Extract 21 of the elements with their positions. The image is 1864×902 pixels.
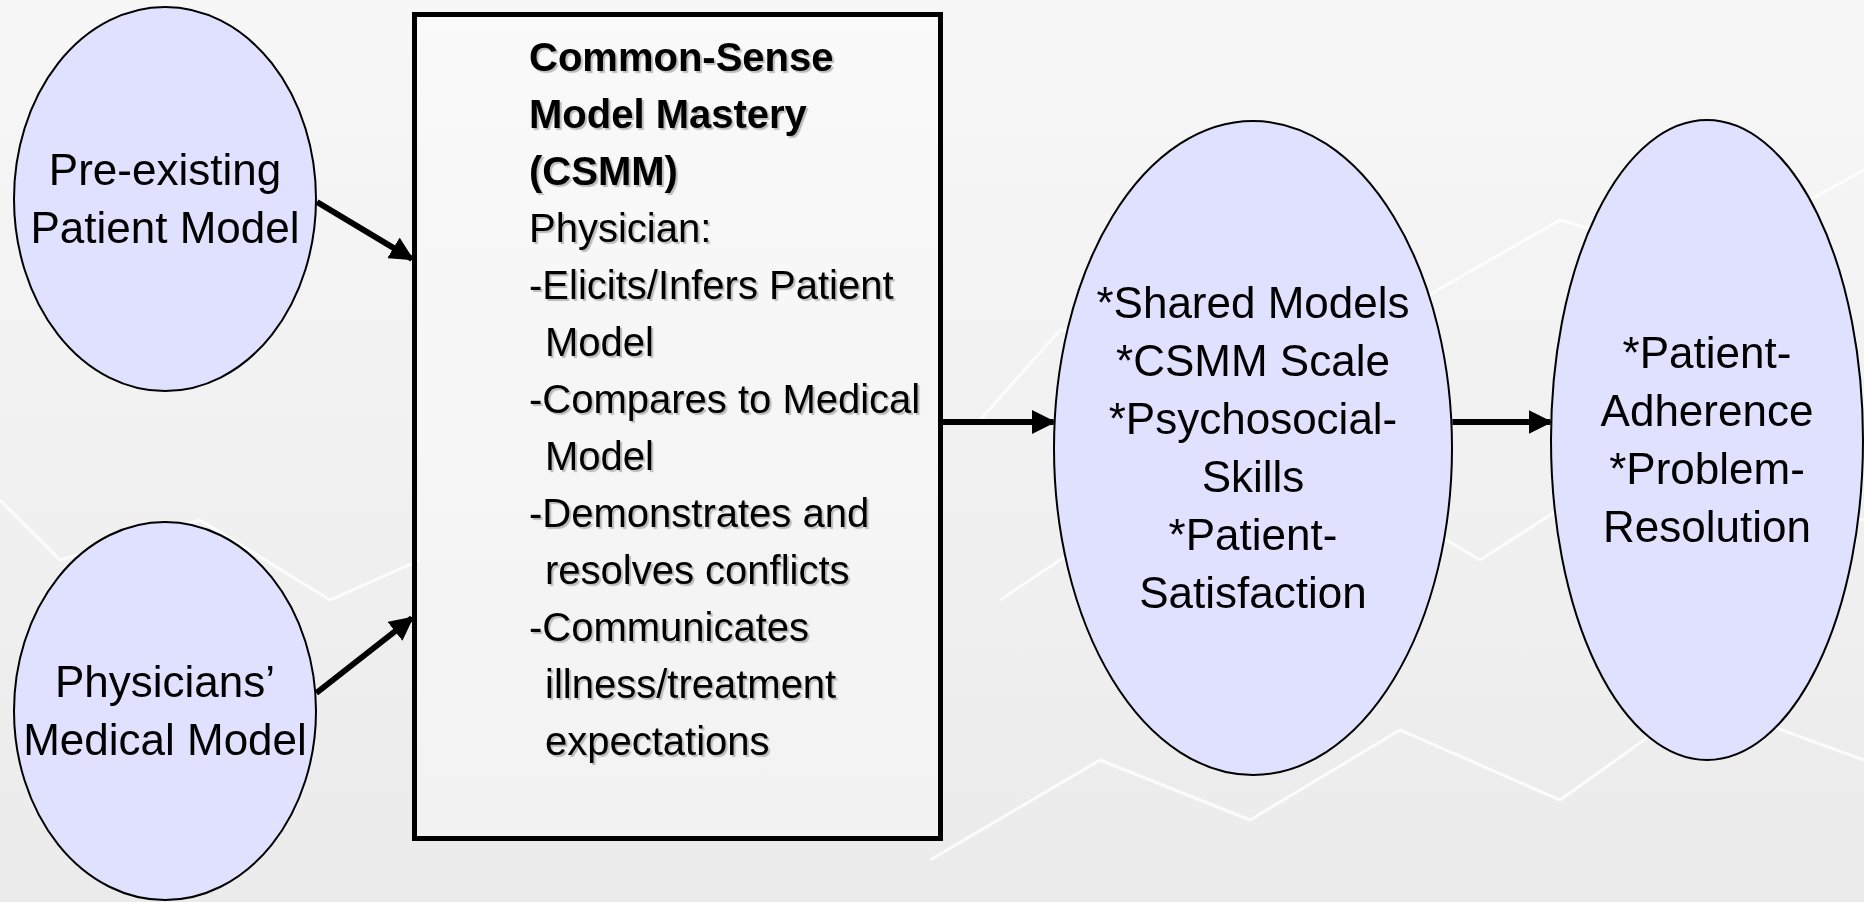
node-text: *CSMM Scale	[1115, 335, 1391, 387]
ellipse-node	[1550, 119, 1864, 761]
ellipse-node	[13, 521, 317, 901]
box-text: -Demonstrates and resolves conflicts	[529, 490, 871, 594]
node-text: *Patient- Satisfaction	[1138, 509, 1368, 619]
box-text: -Communicates illness/treatment expectations	[529, 604, 838, 765]
node-text: Pre-existing Patient Model	[29, 144, 301, 254]
node-text: *Shared Models	[1095, 277, 1411, 329]
arrow	[314, 615, 414, 696]
process-box	[412, 12, 943, 841]
box-text: Physician:	[529, 205, 713, 252]
node-text: *Patient- Adherence	[1599, 327, 1815, 437]
node-text: Physicians’ Medical Model	[22, 656, 308, 766]
box-text: -Elicits/Infers Patient Model	[529, 262, 895, 366]
ellipse-node	[1053, 120, 1453, 776]
box-heading: Common-Sense Model Mastery (CSMM)	[529, 34, 835, 195]
ellipse-node	[13, 6, 317, 392]
node-text: *Psychosocial- Skills	[1107, 393, 1399, 503]
arrow	[315, 199, 415, 262]
node-text: *Problem- Resolution	[1602, 443, 1812, 553]
box-text: -Compares to Medical Model	[529, 376, 922, 480]
